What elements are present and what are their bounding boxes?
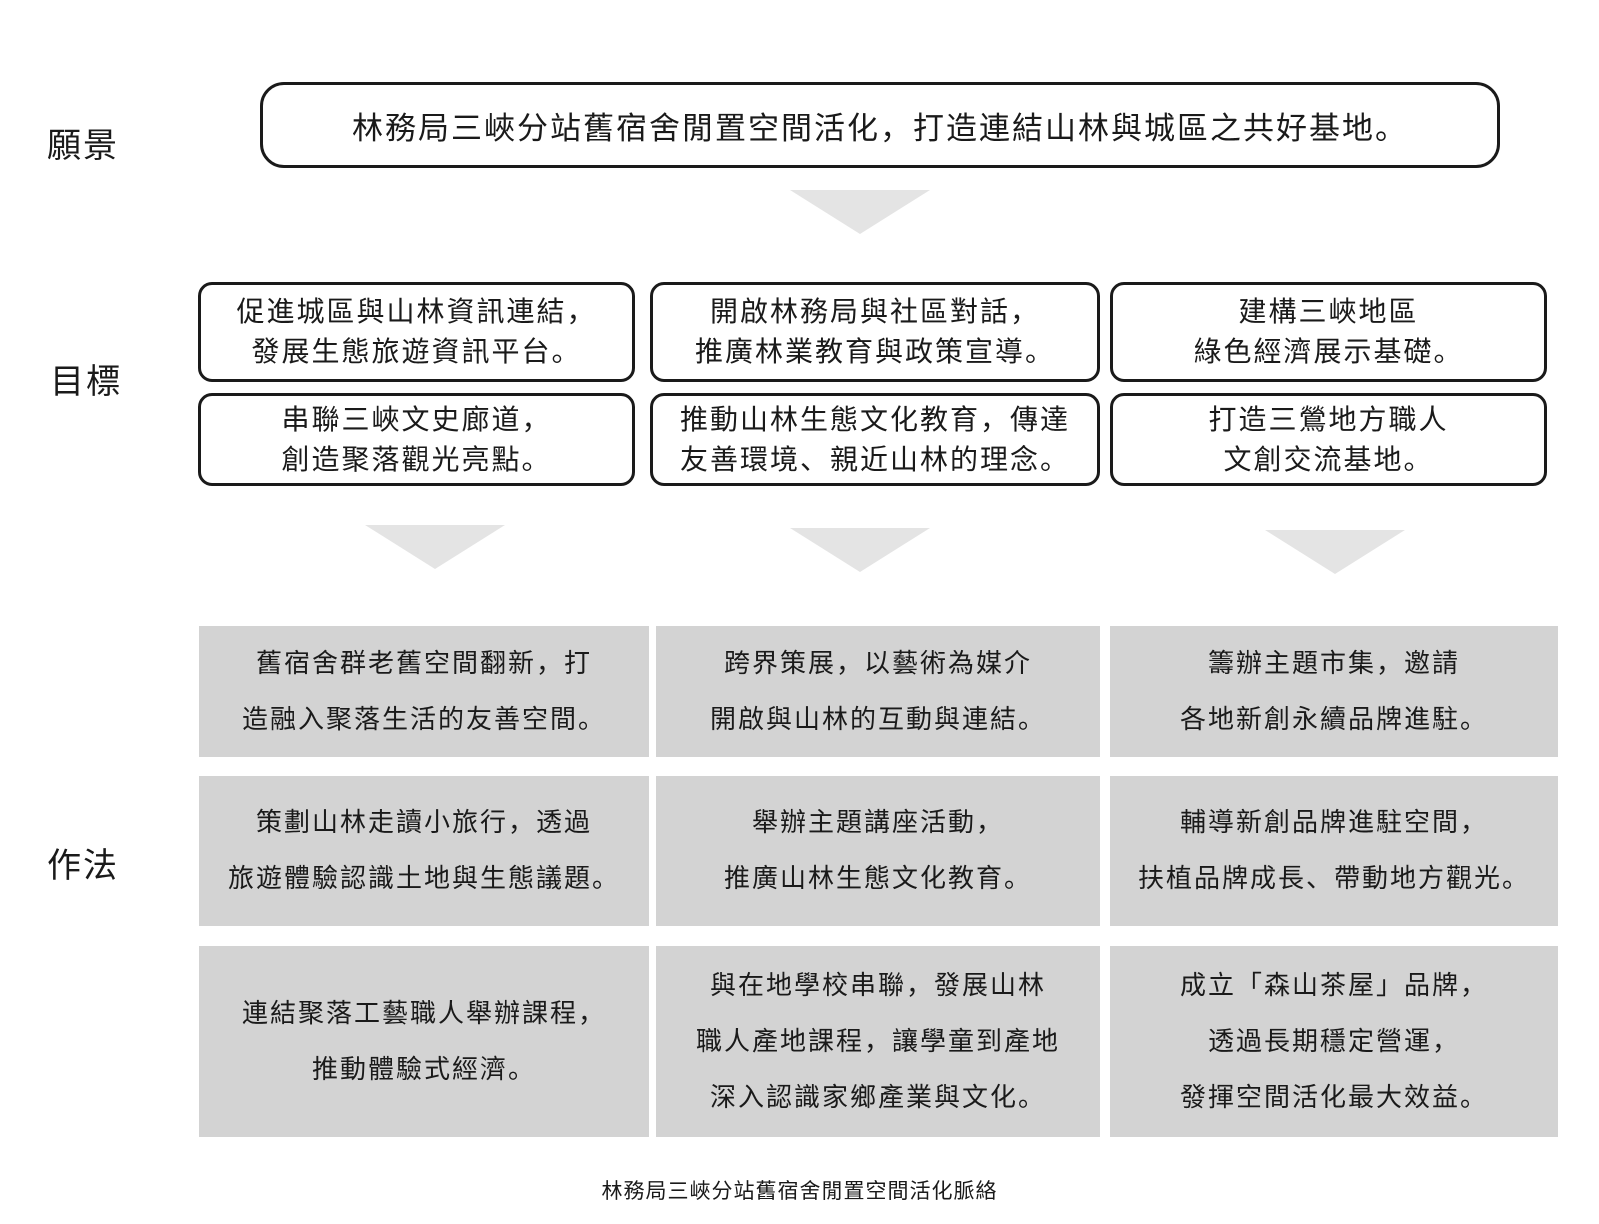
goal-line: 建構三峽地區 [1238, 295, 1419, 328]
goal-line: 推廣林業教育與政策宣導。 [694, 335, 1055, 368]
goal-box: 促進城區與山林資訊連結， 發展生態旅遊資訊平台。 [198, 282, 635, 382]
action-box: 籌辦主題市集，邀請 各地新創永續品牌進駐。 [1110, 626, 1558, 757]
label-vision: 願景 [47, 126, 119, 166]
action-box: 舊宿舍群老舊空間翻新，打 造融入聚落生活的友善空間。 [199, 626, 649, 757]
action-line: 各地新創永續品牌進駐。 [1179, 704, 1488, 735]
action-line: 輔導新創品牌進駐空間， [1179, 808, 1488, 838]
goal-line: 開啟林務局與社區對話， [709, 295, 1040, 328]
action-line: 透過長期穩定營運， [1207, 1026, 1460, 1057]
goal-line: 串聯三峽文史廊道， [281, 402, 552, 436]
goal-box: 串聯三峽文史廊道， 創造聚落觀光亮點。 [198, 393, 635, 486]
action-box: 舉辦主題講座活動， 推廣山林生態文化教育。 [656, 776, 1100, 926]
vision-text: 林務局三峽分站舊宿舍閒置空間活化，打造連結山林與城區之共好基地。 [352, 110, 1408, 147]
goal-line: 綠色經濟展示基礎。 [1193, 335, 1464, 368]
action-line: 舉辦主題講座活動， [751, 808, 1004, 838]
action-line: 旅遊體驗認識土地與生態議題。 [227, 864, 620, 894]
figure-caption: 林務局三峽分站舊宿舍閒置空間活化脈絡 [601, 1179, 998, 1203]
action-line: 舊宿舍群老舊空間翻新，打 [255, 648, 592, 679]
vision-box: 林務局三峽分站舊宿舍閒置空間活化，打造連結山林與城區之共好基地。 [260, 82, 1500, 168]
action-line: 造融入聚落生活的友善空間。 [241, 704, 606, 735]
action-line: 推動體驗式經濟。 [311, 1054, 536, 1085]
action-box: 成立「森山茶屋」品牌， 透過長期穩定營運， 發揮空間活化最大效益。 [1110, 946, 1558, 1137]
action-box: 跨界策展，以藝術為媒介 開啟與山林的互動與連結。 [656, 626, 1100, 757]
action-box: 輔導新創品牌進駐空間， 扶植品牌成長、帶動地方觀光。 [1110, 776, 1558, 926]
goal-line: 創造聚落觀光亮點。 [281, 442, 552, 476]
goal-line: 推動山林生態文化教育，傳達 [679, 402, 1070, 436]
action-box: 連結聚落工藝職人舉辦課程， 推動體驗式經濟。 [199, 946, 649, 1137]
action-line: 成立「森山茶屋」品牌， [1179, 970, 1488, 1001]
goal-line: 友善環境、親近山林的理念。 [679, 442, 1070, 476]
goal-box: 建構三峽地區 綠色經濟展示基礎。 [1110, 282, 1547, 382]
goal-box: 推動山林生態文化教育，傳達 友善環境、親近山林的理念。 [650, 393, 1100, 486]
label-goals: 目標 [50, 362, 122, 402]
action-box: 與在地學校串聯，發展山林 職人產地課程，讓學童到產地 深入認識家鄉產業與文化。 [656, 946, 1100, 1137]
action-line: 策劃山林走讀小旅行，透過 [255, 808, 592, 838]
arrow-goals-to-actions [790, 528, 930, 572]
goal-box: 開啟林務局與社區對話， 推廣林業教育與政策宣導。 [650, 282, 1100, 382]
action-line: 籌辦主題市集，邀請 [1207, 648, 1460, 679]
arrow-vision-to-goals [790, 190, 930, 234]
action-box: 策劃山林走讀小旅行，透過 旅遊體驗認識土地與生態議題。 [199, 776, 649, 926]
arrow-goals-to-actions [1265, 530, 1405, 574]
arrow-goals-to-actions [365, 525, 505, 569]
goal-line: 文創交流基地。 [1223, 442, 1434, 476]
action-line: 連結聚落工藝職人舉辦課程， [241, 998, 606, 1029]
action-line: 與在地學校串聯，發展山林 [709, 970, 1046, 1001]
action-line: 發揮空間活化最大效益。 [1179, 1082, 1488, 1113]
goal-line: 促進城區與山林資訊連結， [236, 295, 597, 328]
label-actions: 作法 [47, 846, 119, 886]
goal-line: 打造三鶯地方職人 [1208, 402, 1449, 436]
goal-line: 發展生態旅遊資訊平台。 [251, 335, 582, 368]
goal-box: 打造三鶯地方職人 文創交流基地。 [1110, 393, 1547, 486]
action-line: 深入認識家鄉產業與文化。 [709, 1082, 1046, 1113]
action-line: 職人產地課程，讓學童到產地 [695, 1026, 1060, 1057]
action-line: 跨界策展，以藝術為媒介 [723, 648, 1032, 679]
action-line: 開啟與山林的互動與連結。 [709, 704, 1046, 735]
action-line: 扶植品牌成長、帶動地方觀光。 [1137, 864, 1530, 894]
action-line: 推廣山林生態文化教育。 [723, 864, 1032, 894]
